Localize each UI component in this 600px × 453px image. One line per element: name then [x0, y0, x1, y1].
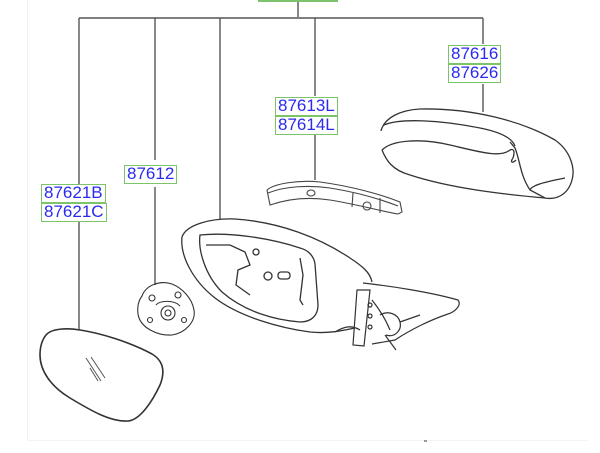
- mirror-cover-drawing: [380, 108, 574, 200]
- mirror-glass-drawing: [39, 328, 164, 422]
- frame-border-left: [27, 0, 28, 440]
- mirror-base-drawing: [352, 282, 460, 351]
- part-number-repeater-87613l[interactable]: 87613L: [275, 97, 338, 116]
- frame-border-bottom: [27, 440, 587, 441]
- actuator-drawing: [137, 282, 195, 336]
- leader-lines: [78, 2, 484, 330]
- repeater-lamp-drawing: [266, 180, 403, 215]
- part-number-glass-87621b[interactable]: 87621B: [41, 184, 106, 203]
- part-number-cover-87616[interactable]: 87616: [448, 45, 502, 64]
- part-number-actuator-87612[interactable]: 87612: [124, 165, 178, 184]
- mirror-housing-drawing: [181, 218, 373, 334]
- part-number-repeater-87614l[interactable]: 87614L: [275, 116, 338, 135]
- part-number-cover-87626[interactable]: 87626: [448, 64, 502, 83]
- parent-assembly-label-tab[interactable]: [258, 0, 338, 2]
- stray-mark: [424, 440, 427, 442]
- part-number-glass-87621c[interactable]: 87621C: [41, 203, 107, 222]
